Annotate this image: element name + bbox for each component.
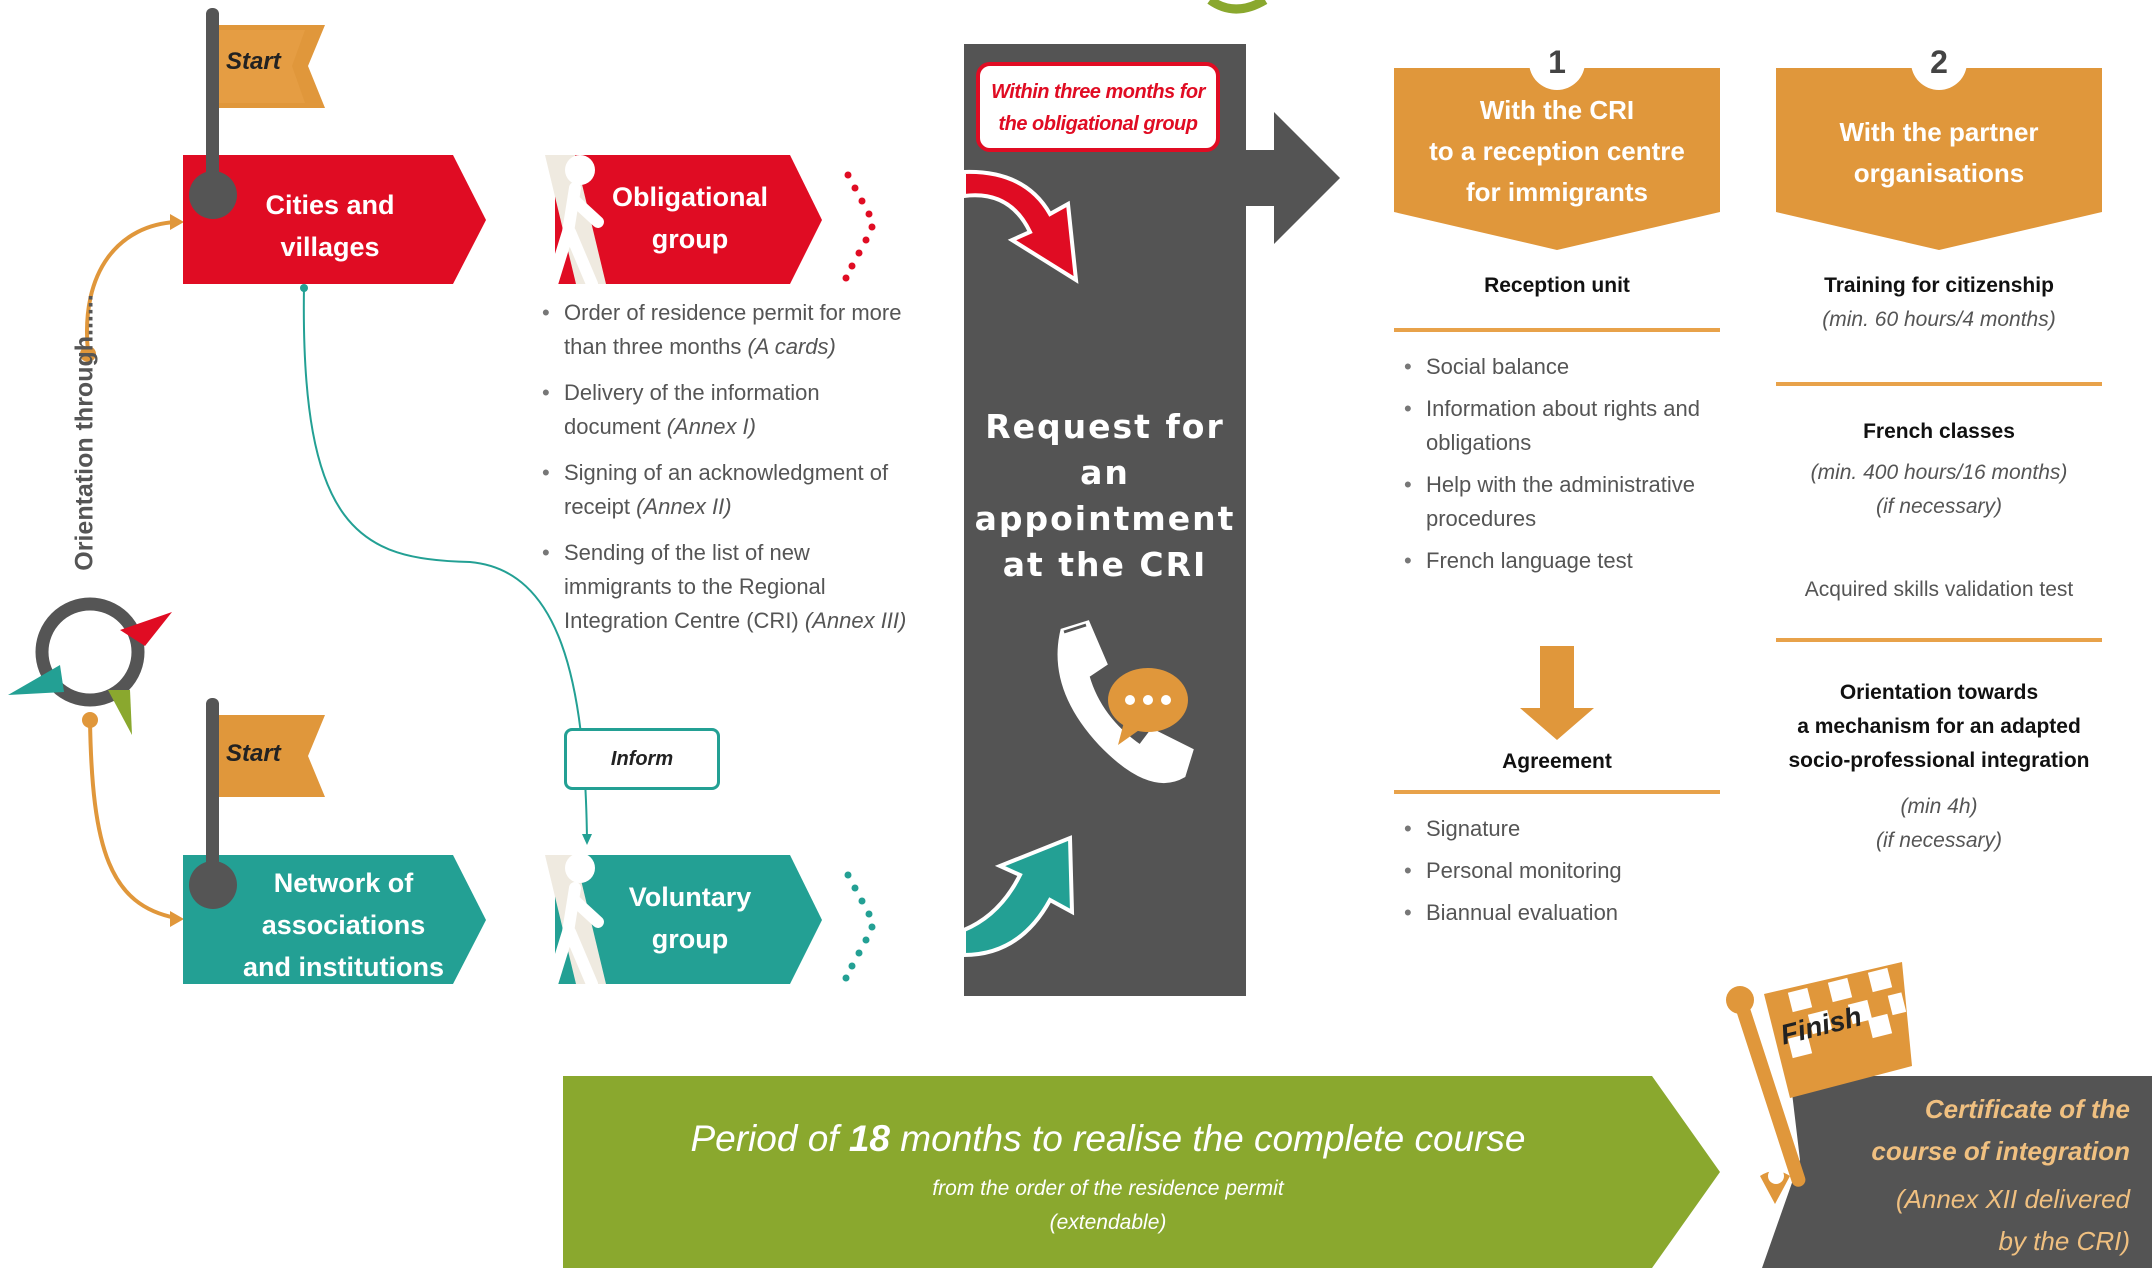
cities-villages-banner: Cities and villages [250, 184, 410, 268]
start-flag-top: Start [226, 48, 281, 75]
finish-flag-icon [1726, 962, 1912, 1204]
cert-line-4: by the CRI) [1998, 1226, 2131, 1256]
list-item: Delivery of the information document (An… [538, 376, 918, 444]
step-2-number: 2 [1930, 44, 1948, 80]
obligational-label-1: Obligational [611, 182, 768, 212]
french-block: French classes (min. 400 hours/16 months… [1776, 420, 2102, 524]
orient-line-2: a mechanism for an adapted [1797, 715, 2081, 738]
cities-label-2: villages [280, 232, 380, 262]
period-banner-text: Period of 18 months to realise the compl… [563, 1118, 1653, 1240]
network-label-3: and institutions [243, 952, 444, 982]
cert-line-1: Certificate of the [1924, 1094, 2130, 1124]
agreement-heading: Agreement [1502, 750, 1612, 773]
list-item: Signature [1400, 812, 1730, 846]
walking-person-icon [545, 853, 606, 990]
period-sub-2: (extendable) [1049, 1211, 1167, 1234]
network-label-1: Network of [273, 868, 414, 898]
french-heading: French classes [1863, 420, 2015, 443]
orientation-label: Orientation through...... [70, 294, 99, 571]
request-appointment-text: Request for an appointment at the CRI [964, 404, 1246, 588]
french-note-1: (min. 400 hours/16 months) [1810, 461, 2068, 484]
step1-title-3: for immigrants [1465, 177, 1649, 207]
request-line-1: Request for an [985, 407, 1225, 492]
cert-line-3: (Annex XII delivered [1895, 1184, 2130, 1214]
orient-note-1: (min 4h) [1900, 795, 1978, 818]
training-block: Training for citizenship (min. 60 hours/… [1776, 274, 2102, 332]
deadline-callout: Within three months for the obligational… [976, 62, 1220, 152]
step-1-title: With the CRI to a reception centre for i… [1400, 90, 1714, 213]
list-item: Personal monitoring [1400, 854, 1730, 888]
request-line-3: at the CRI [1002, 545, 1208, 584]
period-sub-1: from the order of the residence permit [932, 1177, 1284, 1200]
step1-title-2: to a reception centre [1429, 136, 1685, 166]
voluntary-group-banner: Voluntary group [600, 876, 780, 960]
callout-line-1: Within three months for [991, 81, 1205, 103]
french-note-2: (if necessary) [1875, 495, 2003, 518]
step-1-number: 1 [1548, 44, 1566, 80]
divider [1394, 328, 1720, 332]
callout-line-2: the obligational group [998, 113, 1198, 135]
start-flag-bottom: Start [226, 740, 281, 767]
list-item: Social balance [1400, 350, 1730, 384]
inform-box: Inform [564, 728, 720, 790]
step2-title-2: organisations [1853, 158, 2025, 188]
list-item: Sending of the list of new immigrants to… [538, 536, 918, 638]
walking-person-icon [545, 155, 606, 290]
reception-items-list: Social balance Information about rights … [1400, 350, 1730, 586]
certificate-text: Certificate of the course of integration… [1830, 1088, 2130, 1262]
network-banner: Network of associations and institutions [236, 862, 451, 988]
divider [1776, 382, 2102, 386]
period-headline: Period of 18 months to realise the compl… [690, 1118, 1526, 1159]
phone-chat-icon [1057, 620, 1194, 784]
voluntary-label-2: group [651, 924, 729, 954]
step2-title-1: With the partner [1839, 117, 2039, 147]
orientation-block: Orientation towards a mechanism for an a… [1776, 676, 2102, 858]
request-line-2: appointment [974, 499, 1236, 538]
cities-label-1: Cities and [265, 190, 395, 220]
orient-line-1: Orientation towards [1839, 681, 2039, 704]
training-heading: Training for citizenship [1824, 274, 2054, 297]
cert-line-2: course of integration [1871, 1136, 2130, 1166]
obligational-group-banner: Obligational group [600, 176, 780, 260]
training-note: (min. 60 hours/4 months) [1822, 308, 2056, 331]
divider [1776, 638, 2102, 642]
step-2-title: With the partner organisations [1782, 112, 2096, 194]
validation-test: Acquired skills validation test [1804, 578, 2074, 601]
list-item: Order of residence permit for more than … [538, 296, 918, 364]
orient-line-3: socio-professional integration [1788, 749, 2090, 772]
step1-title-1: With the CRI [1479, 95, 1635, 125]
agreement-items-list: Signature Personal monitoring Biannual e… [1400, 812, 1730, 938]
network-label-2: associations [261, 910, 426, 940]
obligational-steps-list: Order of residence permit for more than … [538, 296, 918, 650]
voluntary-label-1: Voluntary [628, 882, 752, 912]
obligational-label-2: group [651, 224, 729, 254]
divider [1394, 790, 1720, 794]
list-item: French language test [1400, 544, 1730, 578]
list-item: Signing of an acknowledgment of receipt … [538, 456, 918, 524]
reception-unit-heading: Reception unit [1484, 274, 1630, 297]
list-item: Biannual evaluation [1400, 896, 1730, 930]
orient-note-2: (if necessary) [1875, 829, 2003, 852]
list-item: Help with the administrative procedures [1400, 468, 1730, 536]
list-item: Information about rights and obligations [1400, 392, 1730, 460]
